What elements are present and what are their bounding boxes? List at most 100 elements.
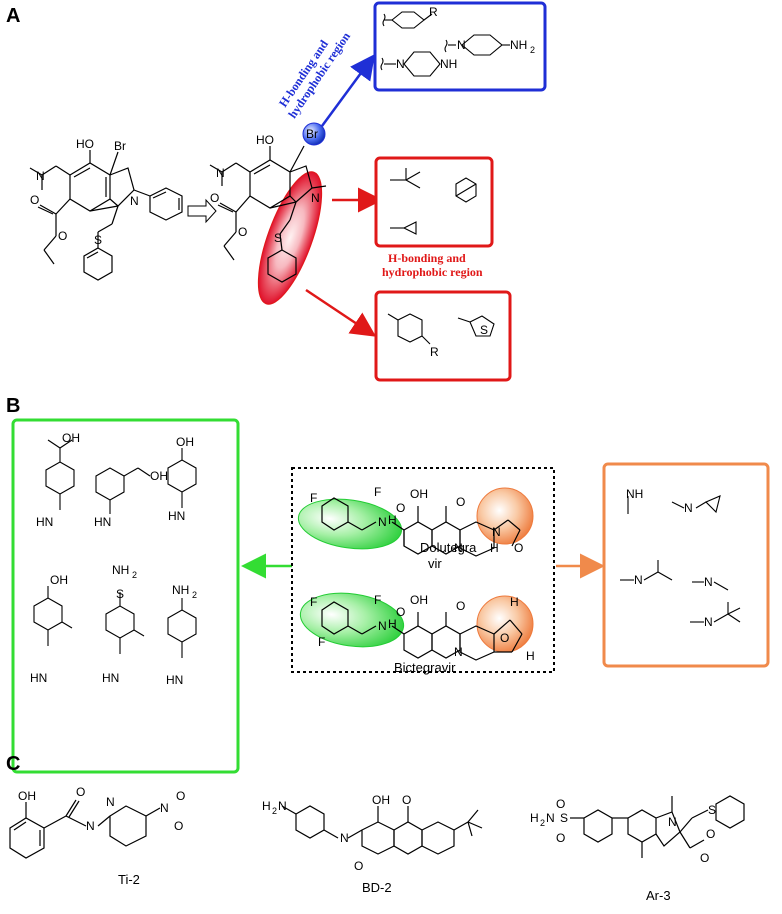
green-highlight-dolutegravir — [297, 498, 403, 550]
svg-text:O: O — [396, 605, 405, 619]
svg-text:HN: HN — [94, 515, 111, 529]
svg-text:H: H — [262, 799, 271, 813]
svg-text:N: N — [160, 801, 169, 815]
svg-text:F: F — [374, 593, 381, 607]
svg-text:O: O — [556, 831, 565, 845]
svg-text:N: N — [36, 169, 45, 183]
svg-text:H: H — [490, 541, 499, 555]
svg-text:OH: OH — [372, 793, 390, 807]
svg-text:HN: HN — [168, 509, 185, 523]
green-box-atoms: OH OH OH HN HN HN OH NH 2 S NH 2 HN HN H… — [30, 431, 197, 687]
svg-text:O: O — [354, 859, 363, 873]
svg-text:S: S — [274, 231, 282, 245]
red-box-upper-structures — [390, 168, 477, 235]
svg-text:N: N — [704, 575, 713, 589]
svg-text:N: N — [106, 795, 115, 809]
svg-text:N: N — [457, 38, 466, 52]
ti2-atoms: OH O N N N O O — [18, 785, 185, 833]
svg-text:S: S — [480, 323, 488, 337]
svg-text:O: O — [500, 631, 509, 645]
svg-text:N: N — [454, 541, 463, 555]
svg-text:N: N — [86, 819, 95, 833]
svg-text:HN: HN — [102, 671, 119, 685]
svg-text:2: 2 — [540, 818, 545, 828]
drug-atoms: F F N H OH O O N N H O F F F N H OH O O … — [310, 485, 535, 663]
svg-text:O: O — [700, 851, 709, 865]
svg-text:2: 2 — [272, 806, 277, 816]
svg-text:H: H — [526, 649, 535, 663]
svg-text:Br: Br — [114, 139, 126, 153]
green-substituent-box — [11, 418, 240, 774]
ar3-name: Ar-3 — [646, 888, 671, 903]
svg-text:OH: OH — [410, 593, 428, 607]
svg-text:OH: OH — [62, 431, 80, 445]
svg-text:OH: OH — [18, 789, 36, 803]
bictegravir-name: Bictegravir — [394, 660, 456, 675]
svg-text:H: H — [388, 617, 397, 631]
svg-text:O: O — [58, 229, 67, 243]
svg-text:O: O — [556, 797, 565, 811]
svg-text:OH: OH — [150, 469, 168, 483]
svg-text:N: N — [130, 194, 139, 208]
drug-structures — [321, 497, 523, 661]
orange-box-atoms: NH N N N N — [626, 487, 713, 629]
red-highlight — [257, 171, 323, 305]
svg-text:F: F — [310, 595, 317, 609]
svg-text:F: F — [318, 635, 325, 649]
blue-arrow — [320, 53, 375, 127]
orange-box-structures — [620, 495, 741, 623]
hub-compound-atoms: HO N N O O S — [210, 133, 320, 245]
panel-label-c: C — [6, 753, 20, 775]
svg-text:N: N — [684, 501, 693, 515]
svg-text:HN: HN — [30, 671, 47, 685]
svg-text:N: N — [454, 645, 463, 659]
orange-highlight-dolutegravir — [476, 487, 534, 545]
svg-text:N: N — [492, 525, 501, 539]
panel-label-a: A — [6, 5, 20, 27]
svg-text:HN: HN — [166, 673, 183, 687]
svg-text:OH: OH — [176, 435, 194, 449]
svg-text:N: N — [546, 811, 555, 825]
transform-arrow — [187, 198, 217, 224]
svg-text:NH: NH — [112, 563, 129, 577]
svg-text:S: S — [560, 811, 568, 825]
svg-text:O: O — [402, 793, 411, 807]
svg-text:O: O — [210, 191, 219, 205]
svg-text:2: 2 — [192, 590, 197, 600]
bd2-atoms: H 2 N N OH O O — [262, 793, 411, 873]
svg-text:N: N — [378, 619, 387, 633]
blue-box-atoms: R N NH 2 N NH — [396, 5, 535, 71]
svg-text:H: H — [530, 811, 539, 825]
svg-text:O: O — [238, 225, 247, 239]
svg-text:R: R — [430, 345, 439, 359]
ar3-structure — [570, 795, 745, 858]
svg-text:O: O — [174, 819, 183, 833]
svg-text:H-bonding and: H-bonding and — [388, 251, 466, 265]
blue-region-label: H-bonding and hydrophobic region — [276, 29, 353, 120]
red-region-label: H-bonding and hydrophobic region — [382, 251, 483, 279]
lead-compound — [29, 150, 183, 281]
svg-text:N: N — [216, 166, 225, 180]
svg-text:N: N — [396, 57, 405, 71]
svg-text:H: H — [510, 595, 519, 609]
red-arrow-lower — [305, 288, 377, 337]
svg-text:N: N — [668, 815, 677, 829]
orange-substituent-box — [602, 462, 770, 668]
svg-text:O: O — [30, 193, 39, 207]
lead-compound-atoms: HO Br N N O O S — [30, 137, 139, 247]
svg-text:H: H — [388, 513, 397, 527]
svg-text:HO: HO — [256, 133, 274, 147]
svg-text:HO: HO — [76, 137, 94, 151]
svg-text:NH: NH — [510, 38, 527, 52]
dolutegravir-name-line1: Dolutegra — [420, 540, 477, 555]
svg-text:2: 2 — [530, 45, 535, 55]
svg-text:2: 2 — [132, 570, 137, 580]
bd2-structure — [281, 805, 483, 855]
svg-text:O: O — [396, 501, 405, 515]
ti2-structure — [9, 799, 161, 859]
svg-text:O: O — [456, 495, 465, 509]
svg-text:R: R — [429, 5, 438, 19]
svg-text:NH: NH — [172, 583, 189, 597]
svg-text:OH: OH — [410, 487, 428, 501]
